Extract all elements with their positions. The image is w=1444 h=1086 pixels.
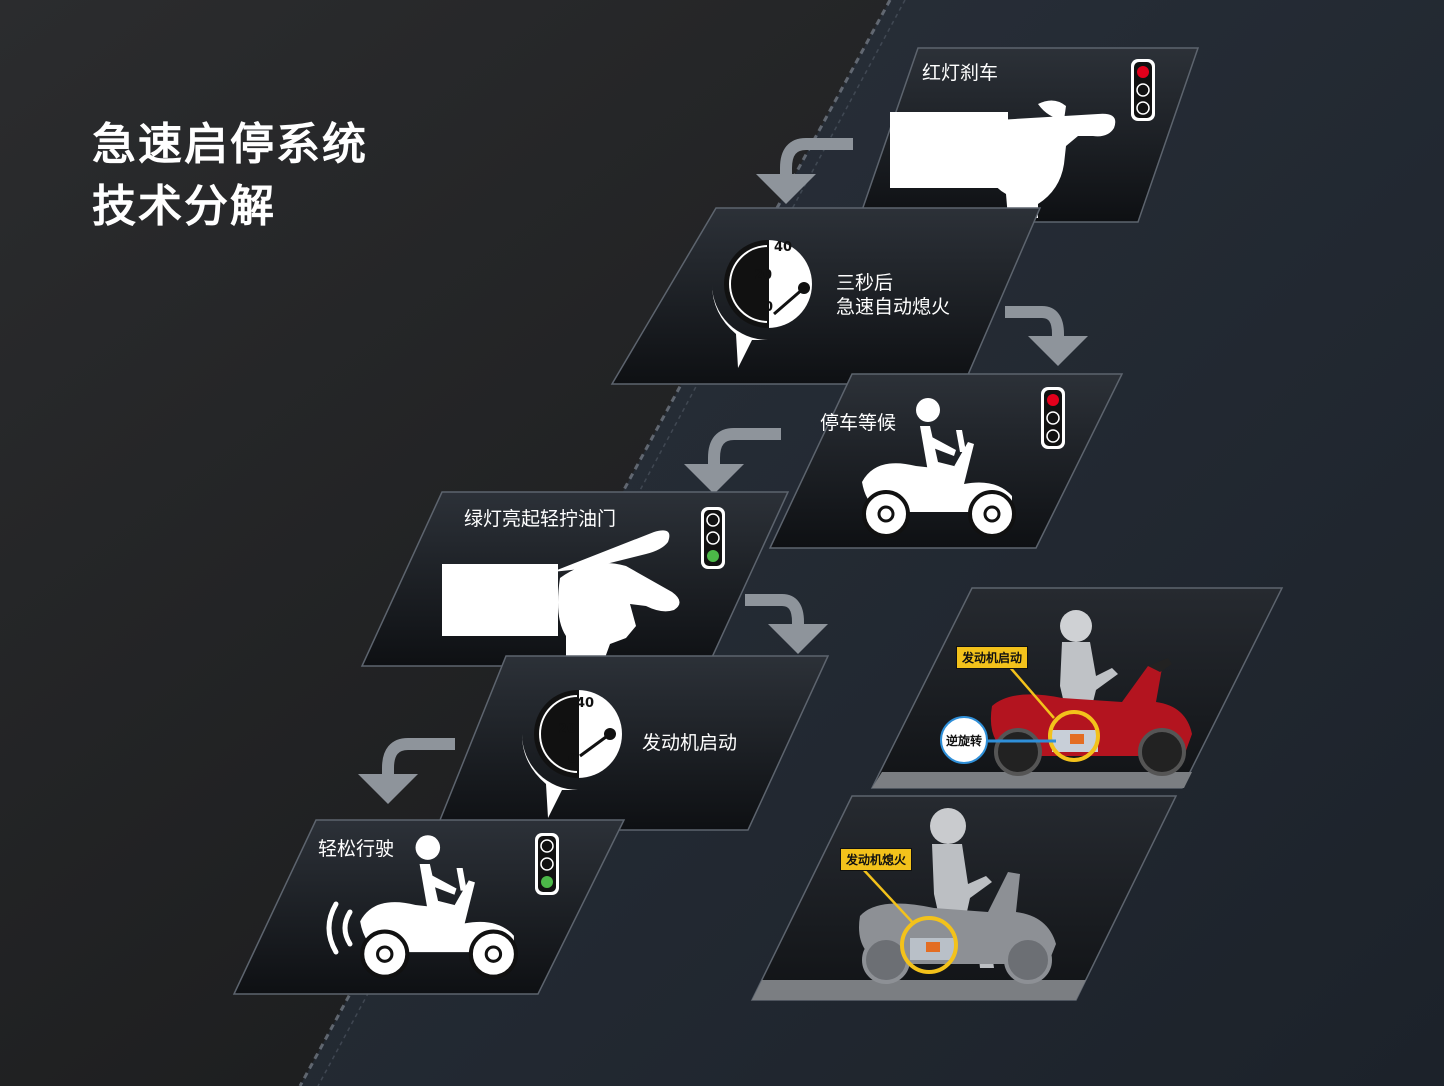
engine-highlight-ring	[900, 916, 958, 974]
speedometer-icon	[712, 228, 812, 368]
step-card-ride: 轻松行驶	[232, 819, 626, 995]
step-card-green-throttle: 绿灯亮起轻拧油门	[360, 491, 790, 667]
grey-scooter-illustration	[859, 808, 1056, 984]
traffic-light-red-icon	[1131, 59, 1155, 121]
curved-arrow-icon	[756, 138, 853, 204]
speedometer-icon	[522, 678, 622, 818]
motion-lines-icon	[326, 901, 353, 955]
step-label: 停车等候	[820, 412, 897, 434]
gauge-tick-20: 20	[558, 722, 577, 737]
step-label: 红灯刹车	[922, 62, 999, 84]
reverse-rotation-tag: 逆旋转	[940, 716, 988, 764]
step-card-engine-start: 40 20 0 发动机启动	[434, 655, 830, 831]
gauge-tick-0: 0	[764, 300, 774, 315]
curved-arrow-icon	[745, 594, 828, 654]
step-card-brake-red-light: 红灯刹车	[856, 47, 1200, 223]
tag-leader-line	[861, 867, 915, 925]
traffic-light-green-icon	[701, 507, 725, 569]
step-label: 绿灯亮起轻拧油门	[464, 508, 617, 530]
curved-arrow-icon	[684, 428, 781, 494]
step-label: 轻松行驶	[318, 838, 395, 860]
gauge-tick-20: 20	[754, 268, 773, 283]
hand-brake-icon	[890, 100, 1116, 218]
title-line-1: 急速启停系统	[92, 119, 368, 170]
photo-card-engine-start: 发动机启动 逆旋转	[870, 587, 1284, 789]
step-card-auto-stop: 40 20 0 三秒后 急速自动熄火	[610, 207, 1042, 385]
scooter-rider-icon	[862, 398, 1016, 538]
page-title: 急速启停系统 技术分解	[92, 114, 368, 238]
engine-start-tag: 发动机启动	[956, 646, 1029, 669]
step-label: 发动机启动	[642, 732, 738, 754]
engine-off-tag: 发动机熄火	[840, 848, 913, 871]
step-label-line-1: 三秒后	[836, 272, 894, 294]
curved-arrow-icon	[1005, 306, 1088, 366]
gauge-tick-0: 0	[568, 752, 578, 767]
photo-card-engine-off: 发动机熄火	[750, 795, 1178, 1001]
step-label-line-2: 急速自动熄火	[836, 296, 951, 318]
hand-throttle-icon	[442, 530, 680, 666]
gauge-tick-40: 40	[774, 240, 793, 255]
engine-highlight-ring	[1048, 710, 1100, 762]
traffic-light-red-icon	[1041, 387, 1065, 449]
scooter-rider-icon	[360, 835, 518, 979]
gauge-tick-40: 40	[576, 696, 595, 711]
traffic-light-green-icon	[535, 833, 559, 895]
title-line-2: 技术分解	[92, 181, 276, 232]
reverse-leader-line	[986, 739, 1056, 743]
curved-arrow-icon	[358, 738, 455, 804]
step-card-wait: 停车等候	[768, 373, 1124, 549]
